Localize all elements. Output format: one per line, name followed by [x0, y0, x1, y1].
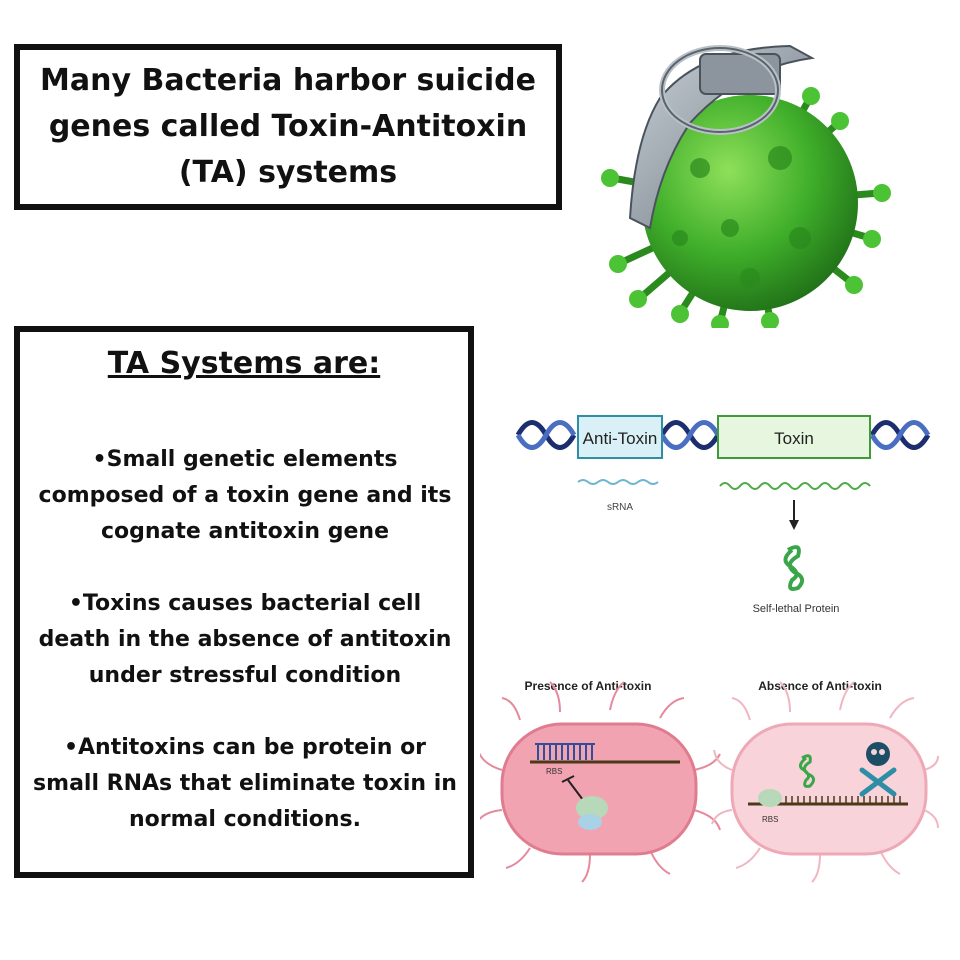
self-lethal-protein-label: Self-lethal Protein [753, 603, 840, 615]
toxin-gene-label: Toxin [774, 429, 814, 448]
info-heading: TA Systems are: [107, 346, 381, 381]
srna-label: sRNA [607, 502, 633, 513]
dna-helix [515, 420, 931, 450]
presence-cell: RBS [480, 681, 721, 883]
info-box: TA Systems are: •Small genetic elements … [14, 326, 474, 878]
srna-wave [577, 479, 659, 485]
title-box: Many Bacteria harbor suicide genes calle… [14, 44, 562, 210]
ribosome-icon [576, 796, 608, 830]
rbs-label-presence: RBS [546, 767, 562, 776]
toxin-protein-icon [799, 754, 815, 788]
ta-system-diagram: Anti-Toxin Toxin sRNA Self-lethal Protei… [480, 415, 939, 883]
page-title: Many Bacteria harbor suicide genes calle… [40, 63, 536, 190]
absence-label: Absence of Anti-toxin [758, 679, 882, 693]
toxin-gene-box [717, 415, 871, 459]
skull-crossbones-icon [859, 742, 897, 797]
toxin-mrna-wave [719, 482, 871, 490]
grenade-virus-icon [601, 44, 891, 328]
self-lethal-protein-icon [783, 545, 805, 591]
bullet-small-genetic-elements: •Small genetic elements composed of a to… [38, 447, 452, 544]
bullet-toxins-cause-death: •Toxins causes bacterial cell death in t… [38, 591, 452, 688]
ribosome-icon [758, 789, 782, 807]
absence-cell: RBS [711, 681, 939, 883]
antitoxin-gene-box [577, 415, 663, 459]
bullet-antitoxins: •Antitoxins can be protein or small RNAs… [33, 735, 457, 832]
antitoxin-gene-label: Anti-Toxin [583, 429, 658, 448]
rbs-label-absence: RBS [762, 815, 778, 824]
presence-label: Presence of Anti-toxin [525, 679, 652, 693]
